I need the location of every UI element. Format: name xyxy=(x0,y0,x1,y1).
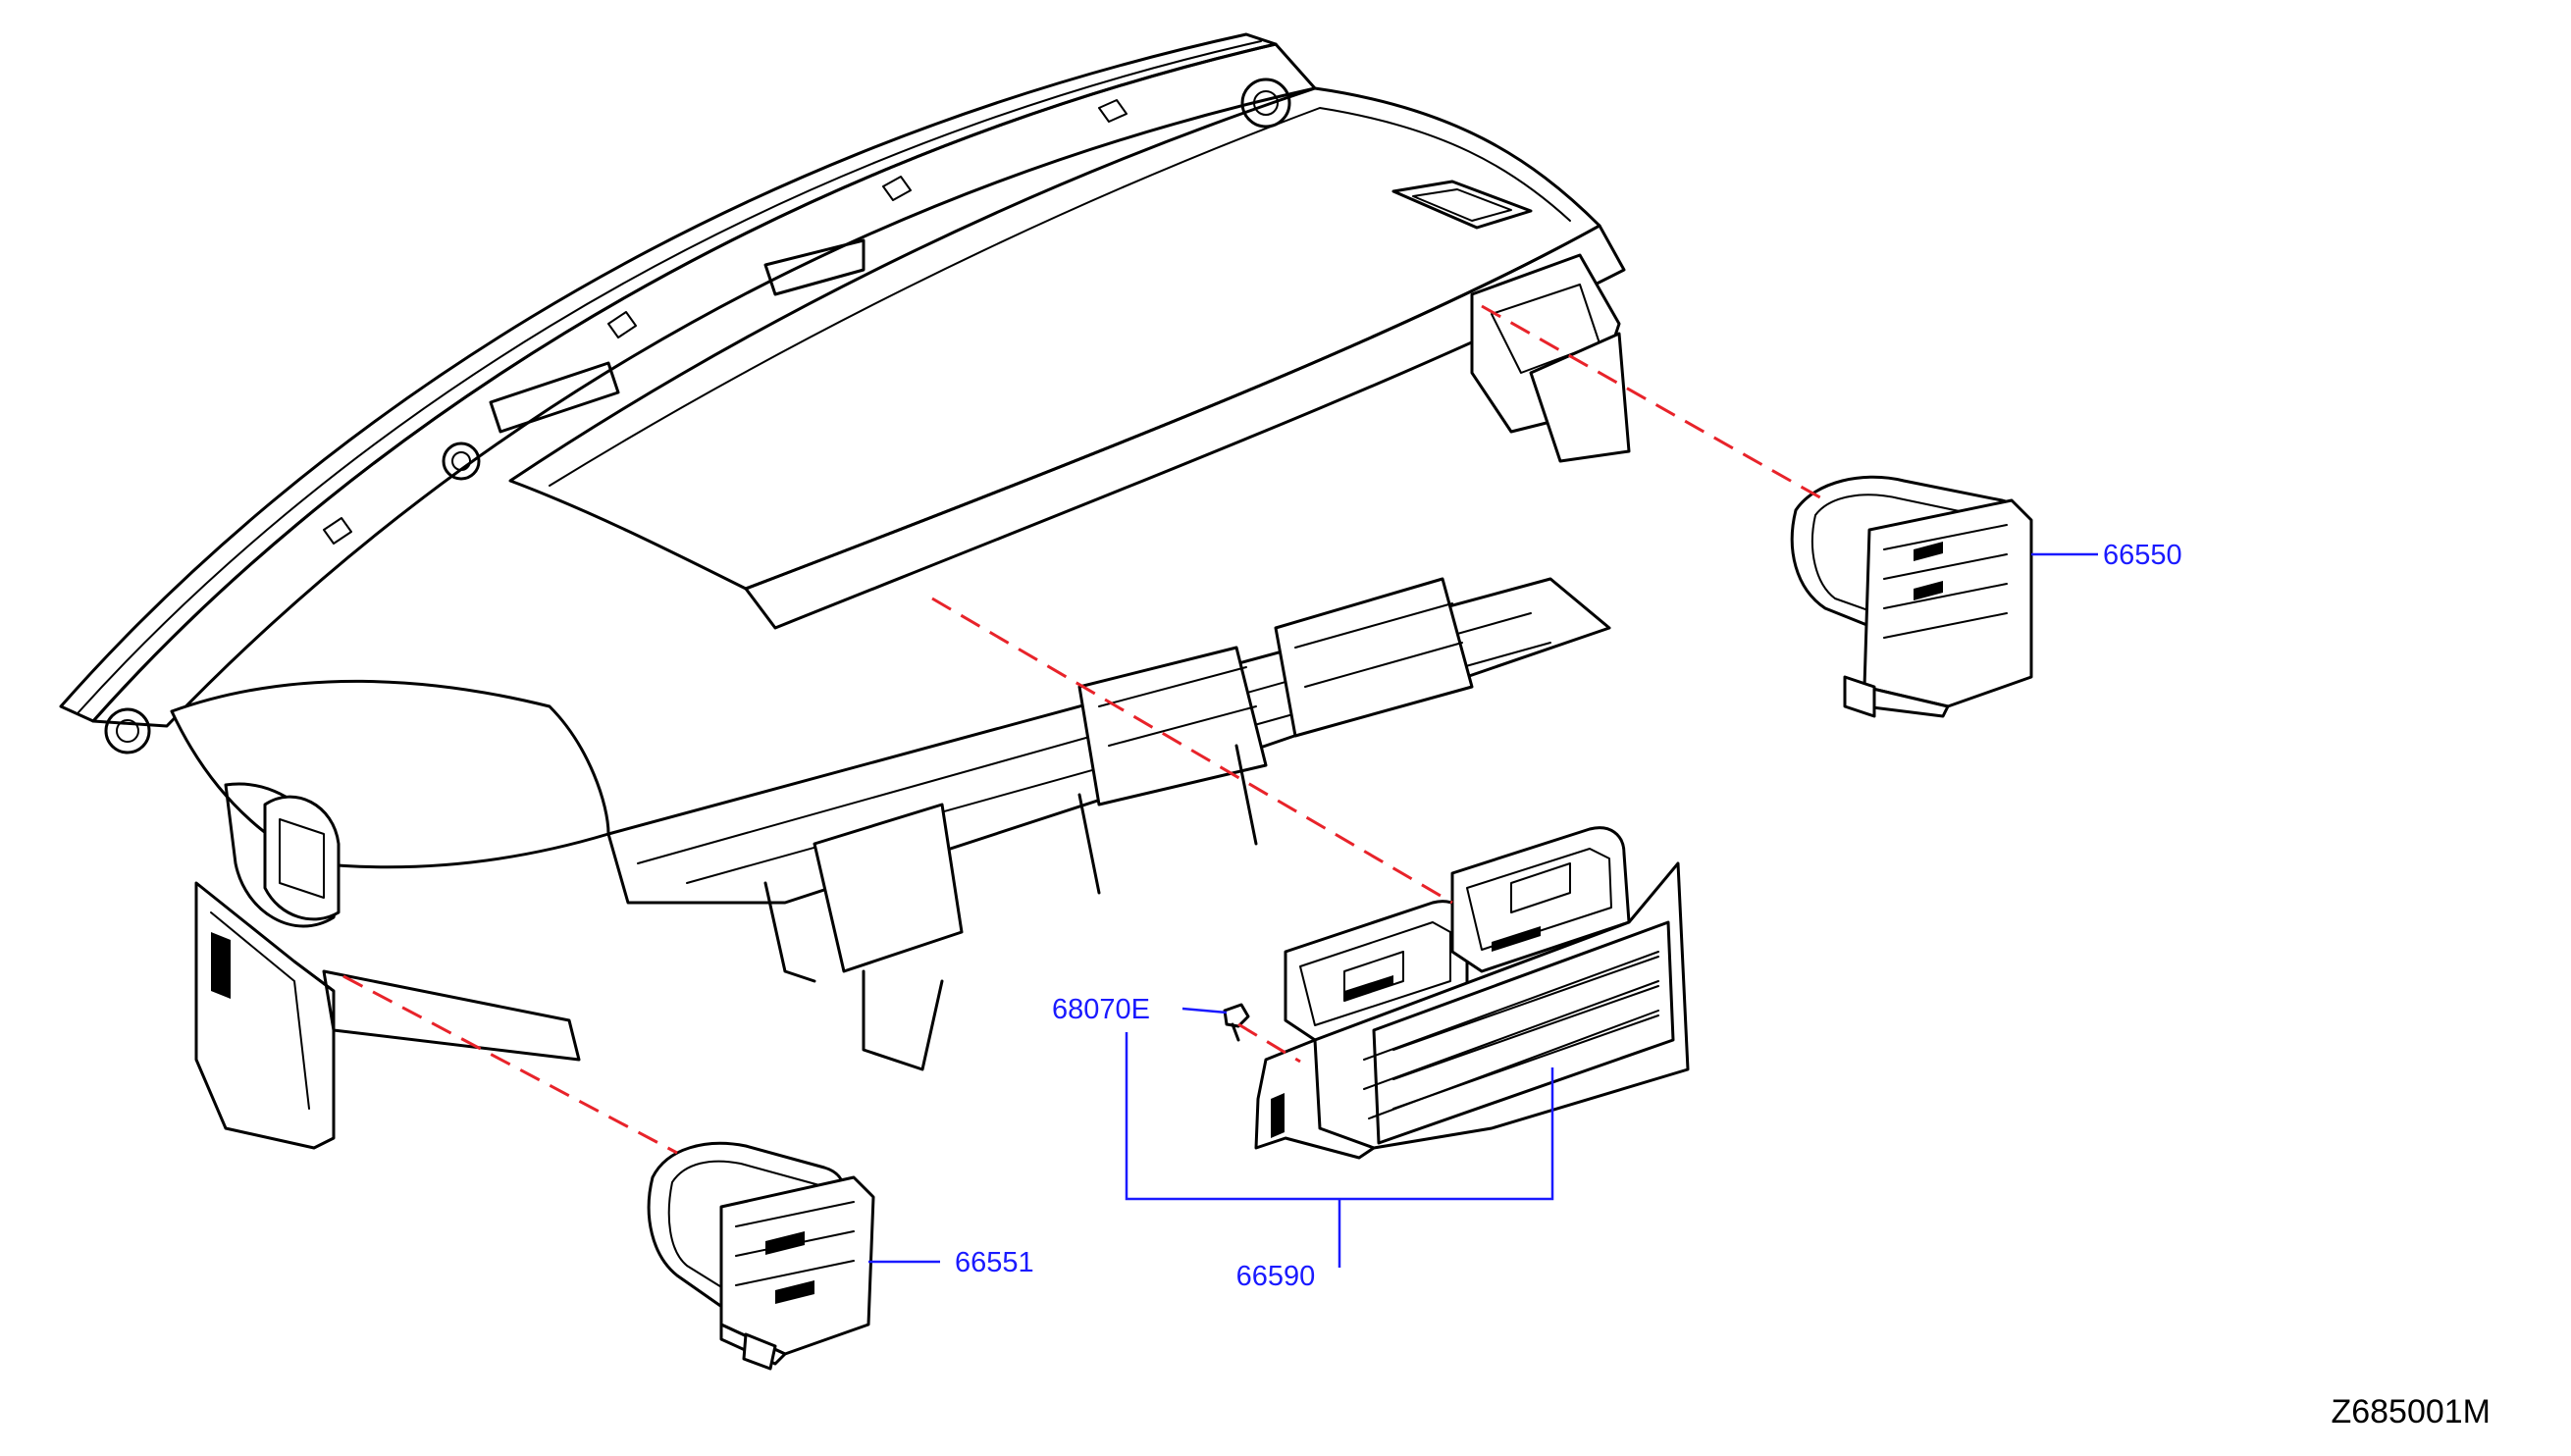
side-vent-right-drawing xyxy=(1790,475,2033,718)
side-vent-left-drawing xyxy=(647,1141,875,1371)
part-label-66550[interactable]: 66550 xyxy=(2103,540,2182,571)
assembly-line-68070e xyxy=(1237,1022,1301,1064)
drawing-id: Z685001M xyxy=(2331,1393,2491,1430)
instrument-panel-drawing xyxy=(59,32,1631,1150)
part-label-66590[interactable]: 66590 xyxy=(1236,1261,1316,1292)
assembly-lines xyxy=(342,304,1826,1155)
assembly-line-66551 xyxy=(342,974,678,1155)
part-label-68070e[interactable]: 68070E xyxy=(1052,994,1150,1025)
screw-drawing xyxy=(1223,1003,1250,1042)
leader-68070e xyxy=(1181,1007,1228,1014)
center-vent-drawing xyxy=(1254,826,1690,1160)
assembly-line-66590 xyxy=(931,597,1453,905)
leader-lines xyxy=(868,552,2098,1268)
part-label-66551[interactable]: 66551 xyxy=(955,1247,1034,1278)
